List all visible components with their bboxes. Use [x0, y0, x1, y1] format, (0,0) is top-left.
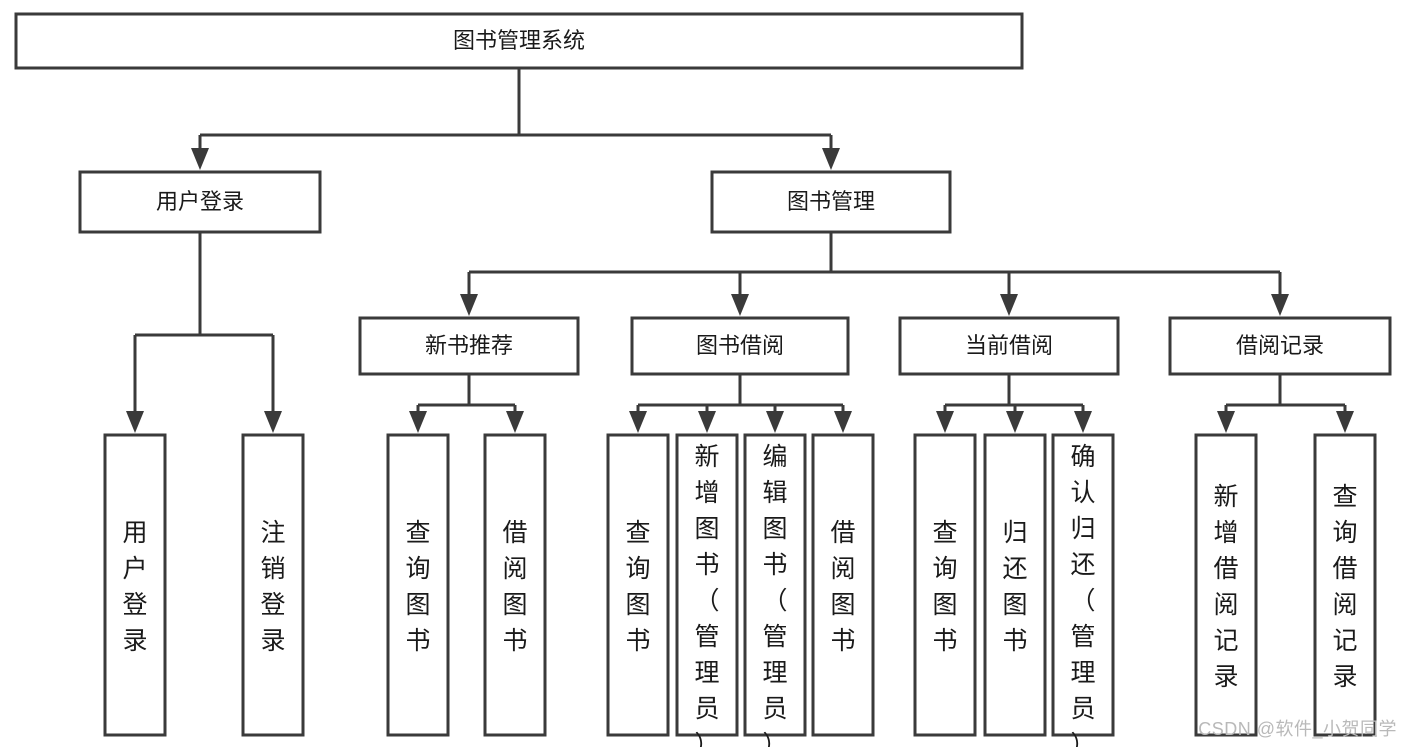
node-box-归还图书[interactable]: [983, 433, 1047, 737]
arrow-head-icon: [1336, 411, 1354, 433]
node-box-查询借阅记录[interactable]: [1313, 433, 1377, 737]
node-leaf-2[interactable]: 查询图书: [386, 433, 450, 737]
node-level3-0[interactable]: 新书推荐: [358, 316, 580, 376]
connector-books-to-level3: [460, 232, 1289, 316]
node-label-查询图书: 查询图书: [932, 519, 957, 655]
node-leaf-11[interactable]: 新增借阅记录: [1194, 433, 1258, 737]
node-box-注销登录[interactable]: [241, 433, 305, 737]
node-box-用户登录[interactable]: [103, 433, 167, 737]
node-label-新增图书管理员: 新增图书（管理员）: [694, 443, 719, 747]
node-leaf-10[interactable]: 确认归还（管理员）: [1051, 433, 1115, 747]
node-label-图书管理: 图书管理: [787, 189, 875, 214]
node-leaf-1[interactable]: 注销登录: [241, 433, 305, 737]
node-label-注销登录: 注销登录: [260, 519, 285, 655]
node-label-确认归还管理员: 确认归还（管理员）: [1070, 443, 1095, 747]
node-level3-2[interactable]: 当前借阅: [898, 316, 1120, 376]
connector-group-1-to-leaves: [629, 374, 852, 433]
arrow-head-icon: [460, 294, 478, 316]
node-label-新书推荐: 新书推荐: [425, 333, 513, 358]
node-box-用户登录[interactable]: [78, 170, 322, 234]
connector-login-to-leaves: [126, 232, 282, 433]
arrow-head-icon: [1271, 294, 1289, 316]
connector-group-0-to-leaves: [409, 374, 524, 433]
node-layer: 图书管理系统用户登录图书管理新书推荐图书借阅当前借阅借阅记录用户登录注销登录查询…: [14, 12, 1392, 747]
node-box-查询图书[interactable]: [913, 433, 977, 737]
node-leaf-12[interactable]: 查询借阅记录: [1313, 433, 1377, 737]
node-label-借阅记录: 借阅记录: [1236, 333, 1324, 358]
node-leaf-4[interactable]: 查询图书: [606, 433, 670, 737]
node-box-查询图书[interactable]: [606, 433, 670, 737]
arrow-head-icon: [191, 148, 209, 170]
watermark-text: CSDN @软件_小贺同学: [1198, 719, 1397, 739]
arrow-head-icon: [766, 411, 784, 433]
node-label-归还图书: 归还图书: [1002, 519, 1027, 655]
node-leaf-8[interactable]: 查询图书: [913, 433, 977, 737]
node-label-查询图书: 查询图书: [625, 519, 650, 655]
node-box-图书管理[interactable]: [710, 170, 952, 234]
node-leaf-9[interactable]: 归还图书: [983, 433, 1047, 737]
node-level2-1[interactable]: 图书管理: [710, 170, 952, 234]
arrow-head-icon: [1217, 411, 1235, 433]
node-box-查询图书[interactable]: [386, 433, 450, 737]
arrow-head-icon: [264, 411, 282, 433]
connector-group-3-to-leaves: [1217, 374, 1354, 433]
connector-layer: [126, 68, 1354, 433]
node-root-0[interactable]: 图书管理系统: [14, 12, 1024, 70]
node-label-编辑图书管理员: 编辑图书（管理员）: [762, 443, 787, 747]
node-leaf-0[interactable]: 用户登录: [103, 433, 167, 737]
node-box-新增借阅记录[interactable]: [1194, 433, 1258, 737]
connector-group-2-to-leaves: [936, 374, 1092, 433]
arrow-head-icon: [1074, 411, 1092, 433]
arrow-head-icon: [936, 411, 954, 433]
node-level3-3[interactable]: 借阅记录: [1168, 316, 1392, 376]
arrow-head-icon: [409, 411, 427, 433]
arrow-head-icon: [822, 148, 840, 170]
node-leaf-6[interactable]: 编辑图书（管理员）: [743, 433, 807, 747]
arrow-head-icon: [126, 411, 144, 433]
node-leaf-5[interactable]: 新增图书（管理员）: [675, 433, 739, 747]
node-level2-0[interactable]: 用户登录: [78, 170, 322, 234]
node-label-查询借阅记录: 查询借阅记录: [1332, 483, 1357, 691]
node-label-当前借阅: 当前借阅: [965, 333, 1053, 358]
arrow-head-icon: [506, 411, 524, 433]
node-box-新书推荐[interactable]: [358, 316, 580, 376]
node-box-图书借阅[interactable]: [630, 316, 850, 376]
node-box-借阅图书[interactable]: [811, 433, 875, 737]
arrow-head-icon: [629, 411, 647, 433]
node-label-借阅图书: 借阅图书: [502, 519, 527, 655]
connector-root-to-level2: [191, 68, 840, 170]
node-label-用户登录: 用户登录: [156, 189, 244, 214]
arrow-head-icon: [1006, 411, 1024, 433]
node-leaf-3[interactable]: 借阅图书: [483, 433, 547, 737]
node-label-图书管理系统: 图书管理系统: [453, 28, 585, 53]
node-box-借阅记录[interactable]: [1168, 316, 1392, 376]
arrow-head-icon: [698, 411, 716, 433]
arrow-head-icon: [1000, 294, 1018, 316]
node-level3-1[interactable]: 图书借阅: [630, 316, 850, 376]
node-label-图书借阅: 图书借阅: [696, 333, 784, 358]
node-label-用户登录: 用户登录: [122, 519, 147, 655]
node-leaf-7[interactable]: 借阅图书: [811, 433, 875, 737]
arrow-head-icon: [834, 411, 852, 433]
node-box-图书管理系统[interactable]: [14, 12, 1024, 70]
node-label-查询图书: 查询图书: [405, 519, 430, 655]
node-box-借阅图书[interactable]: [483, 433, 547, 737]
node-label-新增借阅记录: 新增借阅记录: [1213, 483, 1238, 691]
node-box-编辑图书管理员[interactable]: [743, 433, 807, 737]
arrow-head-icon: [731, 294, 749, 316]
node-label-借阅图书: 借阅图书: [830, 519, 855, 655]
node-box-新增图书管理员[interactable]: [675, 433, 739, 737]
node-box-确认归还管理员[interactable]: [1051, 433, 1115, 737]
node-box-当前借阅[interactable]: [898, 316, 1120, 376]
